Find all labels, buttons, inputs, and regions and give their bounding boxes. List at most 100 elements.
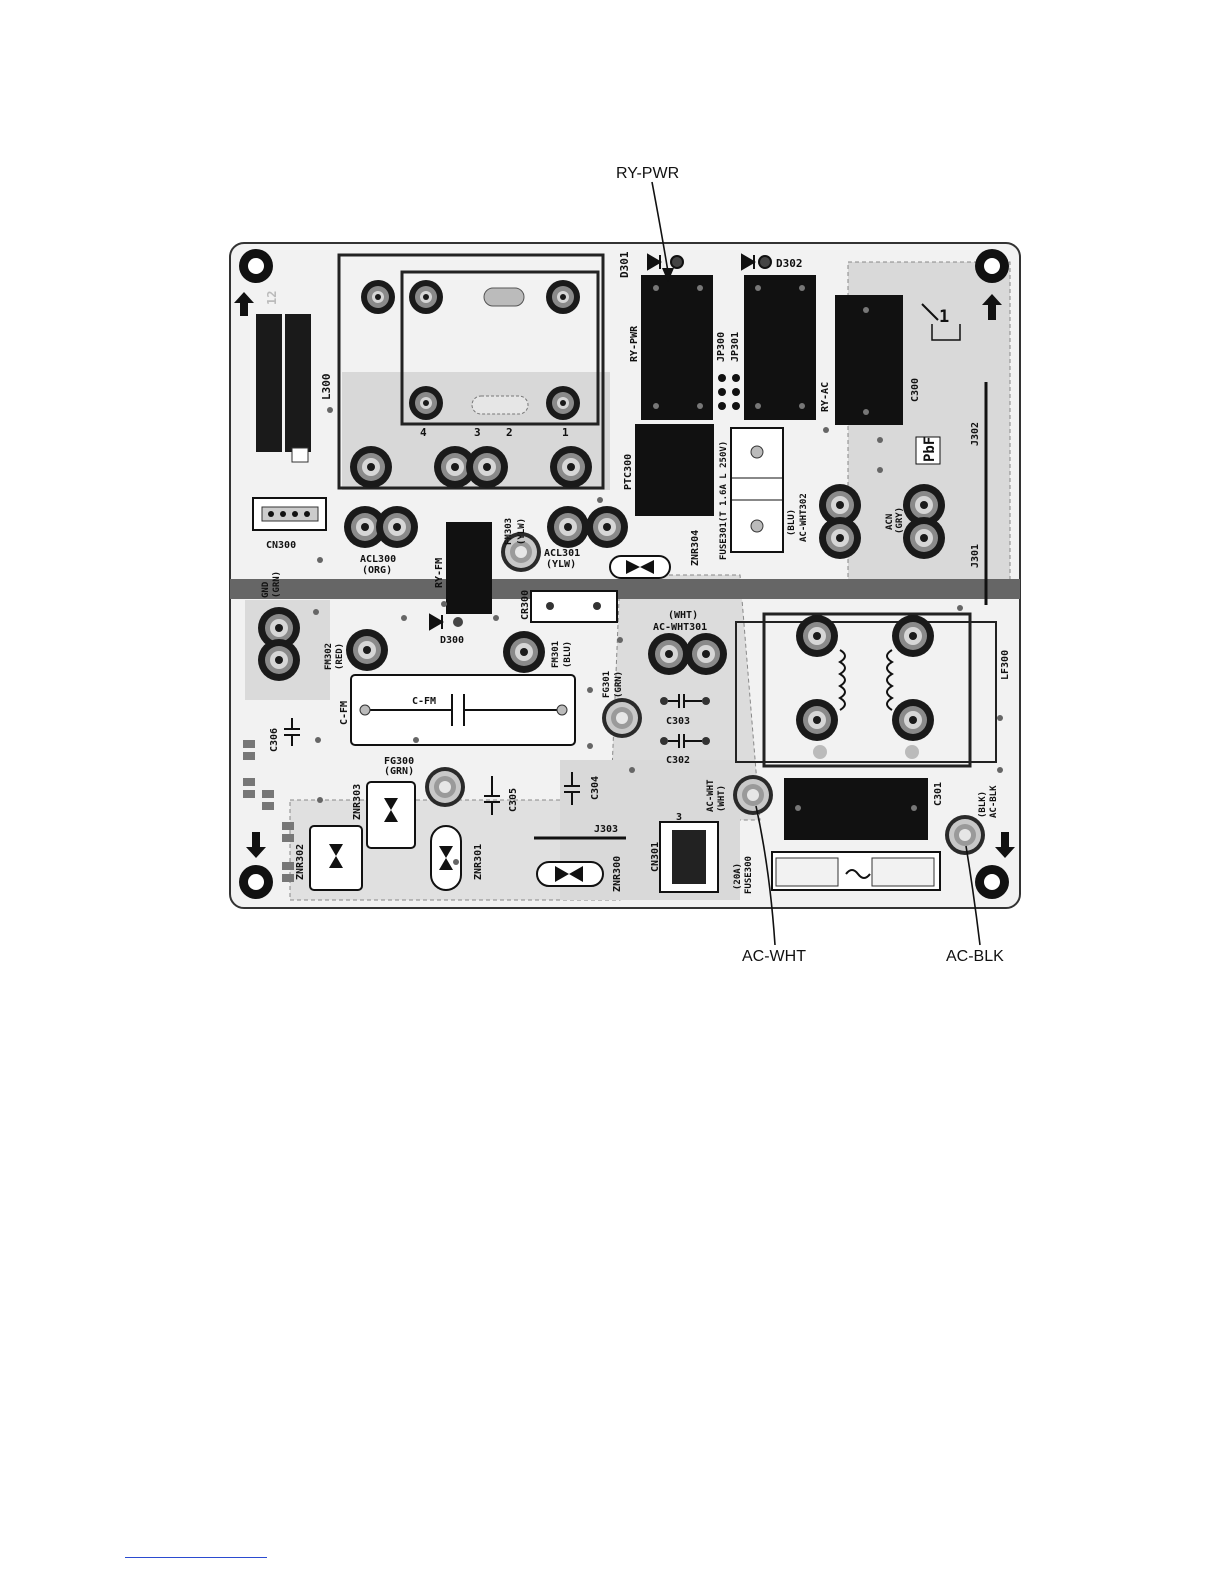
up-arrow-icon [982,294,1002,320]
l300-terminal [466,446,508,488]
l300-slot [483,287,525,307]
pin-1: 1 [562,426,569,439]
jumper-pads [718,374,740,410]
heatsink-bar [256,314,282,452]
fm303-label: FM303 [504,518,514,545]
c305-label: C305 [508,788,519,812]
pin1-label: 1 [939,307,949,327]
mounting-hole [975,249,1009,283]
c306-label: C306 [269,728,280,752]
j301-label: J301 [970,544,981,568]
pin1-marker [931,324,961,341]
cn300-label: CN300 [266,540,296,551]
diode-icon [429,613,444,631]
fg300-terminal [425,767,465,807]
ry-ac-relay [744,275,816,420]
c306-capacitor [284,718,300,746]
c-fm-label: C-FM [412,696,436,707]
varistor-icon [329,844,343,868]
l300-terminal [550,446,592,488]
cn301-pin3: 3 [676,812,682,823]
lf300-label: LF300 [1000,650,1011,680]
callout-ac-blk: AC-BLK [946,948,1004,965]
ac-wht301-label: AC-WHT301 [653,622,707,633]
ac-wht-label: AC-WHT [706,779,716,812]
ac-wht-terminal [733,775,773,815]
fuse301-label: FUSE301(T 1.6A L 250V) [719,441,729,560]
trace-region [342,372,610,490]
lf300-coil-right [886,649,894,711]
up-arrow-icon [234,292,254,316]
znr302-label: ZNR302 [295,844,306,880]
fuse300-label: FUSE300 [744,856,754,894]
fm301-terminal [503,631,545,673]
l300-outline [337,253,605,490]
fg301-label: FG301 [602,671,612,698]
varistor-icon [384,798,398,822]
pin-2: 2 [506,426,513,439]
heatsink-bar [285,314,311,452]
acn-label: ACN [885,514,895,530]
c302-capacitor [660,734,710,748]
l300-pad [546,386,580,420]
ac-blk-leader [965,845,981,946]
d301-label: D301 [618,251,631,278]
fg300-color: (GRN) [384,766,414,777]
fm301-color: (BLU) [563,641,573,668]
l300-label: L300 [320,374,333,401]
diode-icon [647,253,662,271]
c304-label: C304 [590,776,601,800]
varistor-icon [439,846,453,870]
c-fm-side-label: C-FM [339,701,350,725]
l300-slot [471,395,529,415]
ptc300-label: PTC300 [623,454,634,490]
fm302-color: (RED) [335,643,345,670]
ry-pwr-silk: RY-PWR [629,325,640,362]
lf300-terminal [796,699,838,741]
lf300-coil-left [838,649,846,711]
lf300-terminal [796,615,838,657]
ptc300 [635,424,714,516]
c300-label: C300 [910,378,921,402]
l300-inner [400,270,600,426]
ry-pwr-relay [641,275,713,420]
c303-label: C303 [666,716,690,727]
pin-4: 4 [420,426,427,439]
fg300-label: FG300 [384,756,414,767]
jp300-label: JP300 [716,332,727,362]
ac-blk-color: (BLK) [978,791,988,818]
c301-label: C301 [933,782,944,806]
fuse300-rating: (20A) [733,863,743,890]
znr303-label: ZNR303 [352,784,363,820]
j303-label: J303 [594,824,618,835]
ac-blk-label: AC-BLK [989,785,999,818]
gnd-label: GND [261,581,271,598]
l300-pad [409,386,443,420]
pbf-box [915,436,941,465]
ry-ac-label: RY-AC [820,382,831,412]
ac-wht302-label: AC-WHT302 [799,493,809,542]
acn-color: (GRY) [895,507,905,534]
d300-label: D300 [440,635,464,646]
acl300-label: ACL300 [360,554,396,565]
c303-capacitor [660,694,710,708]
pin1-line [921,303,939,321]
cn301-label: CN301 [650,842,661,872]
ac-wht301-terminal [685,633,727,675]
znr300-label: ZNR300 [612,856,623,892]
acl301-terminal [586,506,628,548]
ac-wht302-terminal [819,517,861,559]
c304-capacitor [564,772,580,805]
j302-label: J302 [970,422,981,446]
down-arrow-icon [246,832,266,858]
lf300-terminal [892,615,934,657]
ry-fm-relay [446,522,492,614]
l300-tab [291,447,309,463]
pin-3: 3 [474,426,481,439]
gnd-terminal [258,639,300,681]
acl300-terminal [376,506,418,548]
znr304-label: ZNR304 [690,530,701,566]
c302-label: C302 [666,755,690,766]
fuse-link [845,869,871,879]
